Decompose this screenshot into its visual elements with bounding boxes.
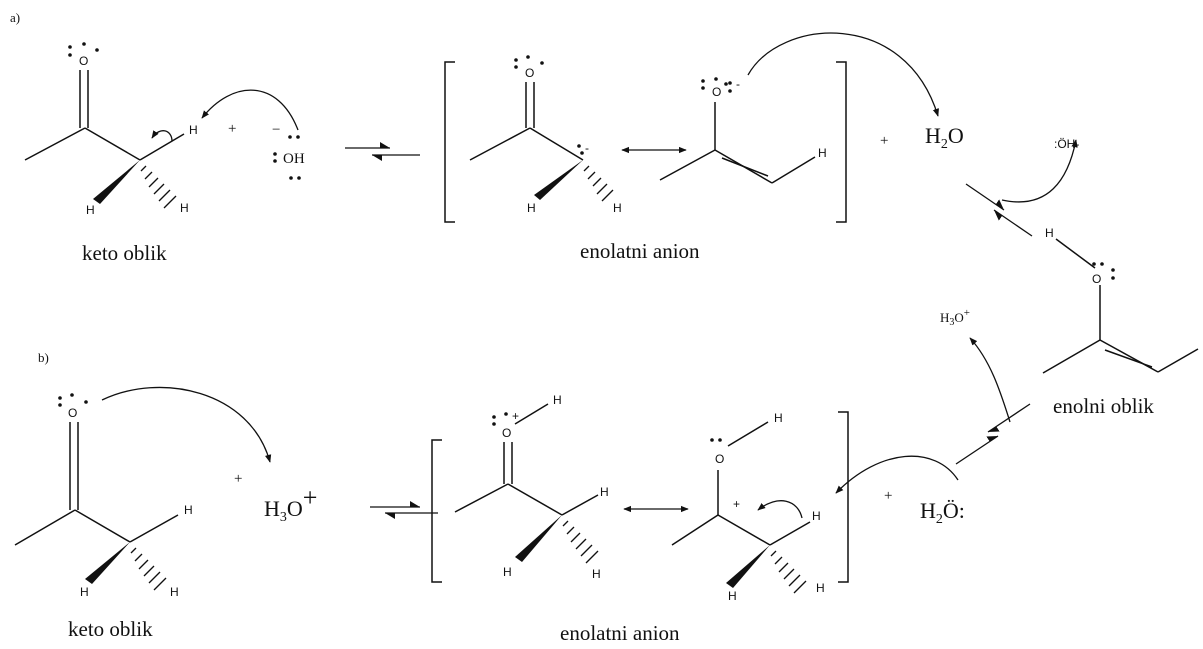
panel-b-tag: b) — [38, 350, 49, 365]
carbanion-charge: - — [585, 141, 589, 155]
hydroxide-attack-arrow — [201, 89, 299, 131]
hydrogen-atom: H — [613, 201, 622, 215]
electron-push-arrow — [151, 130, 173, 142]
panel-b-keto-molecule: O H H H — [14, 393, 193, 599]
alkoxide-charge: - — [736, 77, 740, 91]
hashed-bond — [583, 165, 614, 202]
hydrogen-atom: H — [728, 589, 737, 603]
equilibrium-arrow — [370, 501, 438, 519]
equilibrium-arrow — [965, 183, 1033, 237]
panel-b-carbocation-structure: O + H H H H — [671, 411, 825, 603]
hydrogen-atom: H — [170, 585, 179, 599]
hydronium-release-arrow — [969, 337, 1011, 423]
plus-sign: + — [228, 121, 236, 137]
hydrogen-atom: H — [592, 567, 601, 581]
hydrogen-atom: H — [774, 411, 783, 425]
panel-a-keto-molecule: O H H H — [24, 42, 198, 217]
left-bracket — [431, 439, 442, 583]
proton-transfer-arrow — [747, 32, 939, 117]
wedge-bond — [515, 515, 562, 562]
hydrogen-atom: H — [180, 201, 189, 215]
enolate-label: enolatni anion — [560, 621, 680, 645]
carbocation-charge: + — [733, 497, 740, 511]
hydrogen-atom: H — [184, 503, 193, 517]
hydrogen-atom: H — [553, 393, 562, 407]
panel-a: a) O H H H + − — [10, 10, 1199, 418]
wedge-bond — [534, 160, 583, 200]
wedge-bond — [726, 545, 770, 588]
wedge-bond — [93, 160, 140, 204]
electron-push-arrow — [757, 500, 803, 519]
oxygen-atom: O — [79, 54, 88, 68]
keto-label: keto oblik — [68, 617, 153, 641]
hydrogen-atom: H — [503, 565, 512, 579]
hydrogen-atom: H — [818, 146, 827, 160]
left-bracket — [444, 61, 455, 223]
oxygen-atom: O — [1092, 272, 1101, 286]
equilibrium-arrow — [345, 142, 420, 161]
panel-a-enolate-structure: O - H — [659, 77, 827, 184]
oxonium-charge: + — [512, 409, 519, 423]
hydroxide-ion: − OH — [272, 122, 305, 180]
deprotonation-arrow — [835, 455, 959, 494]
protonation-arrow — [101, 386, 272, 463]
hydrogen-atom: H — [189, 123, 198, 137]
hydrogen-atom: H — [600, 485, 609, 499]
plus-sign: + — [884, 488, 892, 504]
water-formula: H2Ö: — [920, 498, 965, 527]
enol-molecule: H O — [1042, 226, 1199, 374]
panel-b: b) O H H H + H3O+ — [14, 307, 1031, 645]
oxygen-atom: O — [715, 452, 724, 466]
panel-a-tag: a) — [10, 10, 20, 25]
right-bracket — [838, 411, 849, 583]
oxygen-atom: O — [712, 85, 721, 99]
hashed-bond — [140, 165, 177, 209]
hydroxide-formula: OH — [283, 151, 305, 167]
hydrogen-atom: H — [86, 203, 95, 217]
hydrogen-atom: H — [80, 585, 89, 599]
hydronium-formula: H3O+ — [264, 483, 317, 525]
hydrogen-atom: H — [527, 201, 536, 215]
wedge-bond — [85, 542, 130, 584]
oxygen-atom: O — [525, 66, 534, 80]
hydroxide-release-arrow — [1001, 139, 1078, 203]
keto-label: keto oblik — [82, 241, 167, 265]
hydronium-product: H3O+ — [940, 307, 970, 328]
water-formula: H2O — [925, 123, 964, 152]
minus-charge: − — [272, 122, 280, 138]
enol-label: enolni oblik — [1053, 394, 1154, 418]
hashed-bond — [130, 547, 167, 591]
right-bracket — [836, 61, 847, 223]
hydrogen-atom: H — [816, 581, 825, 595]
plus-sign: + — [880, 133, 888, 149]
hashed-bond — [562, 520, 599, 564]
hydrogen-atom: H — [1045, 226, 1054, 240]
enolate-label: enolatni anion — [580, 239, 700, 263]
panel-b-oxonium-structure: O + H H H H — [454, 393, 609, 581]
hashed-bond — [770, 550, 807, 594]
oxygen-atom: O — [502, 426, 511, 440]
hydrogen-atom: H — [812, 509, 821, 523]
oxygen-atom: O — [68, 406, 77, 420]
panel-a-carbanion-structure: O - H H — [469, 55, 622, 215]
equilibrium-arrow — [955, 403, 1031, 465]
plus-sign: + — [234, 471, 242, 487]
